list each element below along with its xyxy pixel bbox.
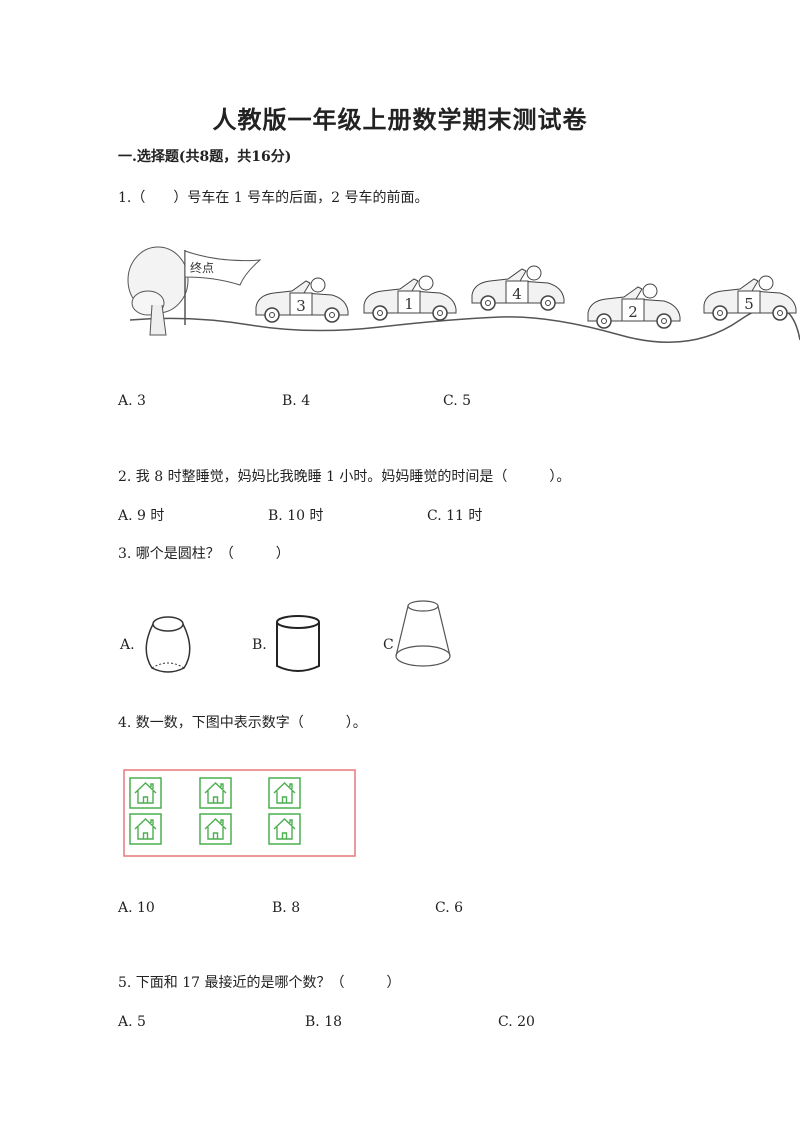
race-car-2: 2 xyxy=(587,283,681,329)
car-number: 5 xyxy=(744,295,754,313)
question-2: 2. 我 8 时整睡觉，妈妈比我晚睡 1 小时。妈妈睡觉的时间是（ ）。 xyxy=(118,469,571,485)
house-icon xyxy=(199,777,232,809)
barrel-shape-icon xyxy=(145,616,191,673)
page-title: 人教版一年级上册数学期末测试卷 xyxy=(212,105,588,134)
race-car-3: 3 xyxy=(255,277,349,323)
car-number: 4 xyxy=(512,285,522,303)
race-cars-illustration: 终点 3 1 4 2 5 xyxy=(127,246,800,343)
race-car-1: 1 xyxy=(363,275,457,321)
tree-icon xyxy=(127,246,189,336)
q4-option-c[interactable]: C. 6 xyxy=(435,900,464,916)
q4-option-b[interactable]: B. 8 xyxy=(272,900,301,916)
q3-option-b[interactable]: B. xyxy=(252,637,267,653)
q2-option-c[interactable]: C. 11 时 xyxy=(427,508,483,524)
house-icon xyxy=(129,777,162,809)
house-icon xyxy=(268,813,301,845)
q1-option-c[interactable]: C. 5 xyxy=(443,393,472,409)
race-car-4: 4 xyxy=(471,265,565,311)
question-1: 1.（ ）号车在 1 号车的后面，2 号车的前面。 xyxy=(118,190,429,206)
q2-option-a[interactable]: A. 9 时 xyxy=(118,508,165,524)
q3-option-c[interactable]: C xyxy=(383,637,394,653)
q5-option-a[interactable]: A. 5 xyxy=(118,1014,146,1030)
house-icon xyxy=(129,813,162,845)
q1-option-b[interactable]: B. 4 xyxy=(282,393,311,409)
house-icon xyxy=(199,813,232,845)
house-icon xyxy=(268,777,301,809)
question-4: 4. 数一数，下图中表示数字（ ）。 xyxy=(118,715,367,731)
houses-figure xyxy=(123,769,356,857)
q4-option-a[interactable]: A. 10 xyxy=(118,900,155,916)
finish-flag-icon: 终点 xyxy=(184,250,262,325)
q2-option-b[interactable]: B. 10 时 xyxy=(268,508,324,524)
question-3: 3. 哪个是圆柱？（ ） xyxy=(118,546,290,562)
frustum-shape-icon xyxy=(395,600,451,667)
q3-option-a[interactable]: A. xyxy=(120,637,135,653)
section-heading: 一.选择题(共8题，共16分) xyxy=(118,149,292,165)
cylinder-shape-icon xyxy=(276,615,320,672)
car-number: 1 xyxy=(404,295,414,313)
car-number: 2 xyxy=(628,303,638,321)
flag-label: 终点 xyxy=(190,260,214,275)
q5-option-b[interactable]: B. 18 xyxy=(305,1014,343,1030)
q5-option-c[interactable]: C. 20 xyxy=(498,1014,535,1030)
question-5: 5. 下面和 17 最接近的是哪个数？（ ） xyxy=(118,975,401,991)
q1-option-a[interactable]: A. 3 xyxy=(118,393,146,409)
car-number: 3 xyxy=(296,297,306,315)
race-car-5: 5 xyxy=(703,275,797,321)
